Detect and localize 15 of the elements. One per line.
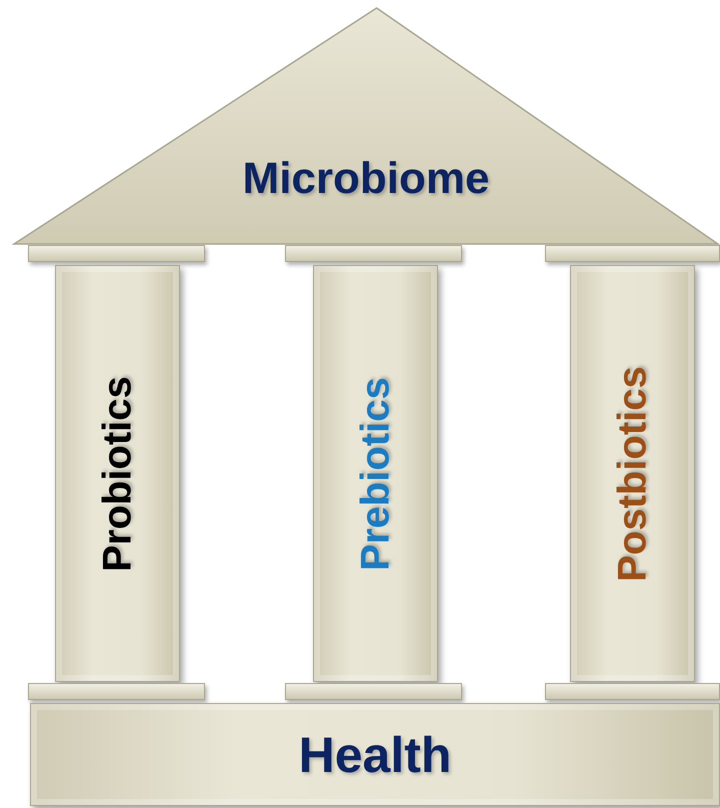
pillar xyxy=(313,265,438,682)
roof-label: Microbiome xyxy=(242,154,490,204)
pillar-plinth xyxy=(285,683,462,700)
pillar-plinth xyxy=(545,683,720,700)
foundation-block xyxy=(30,703,720,806)
foundation-label: Health xyxy=(298,726,452,784)
pillar xyxy=(55,265,180,682)
beam-slab xyxy=(545,245,720,262)
pillar-label: Probiotics xyxy=(95,376,140,572)
pillar xyxy=(570,265,695,682)
pillar-label: Postbiotics xyxy=(610,366,655,582)
pillar-label: Prebiotics xyxy=(353,376,398,570)
beam-slab xyxy=(28,245,205,262)
pillar-plinth xyxy=(28,683,205,700)
beam-slab xyxy=(285,245,462,262)
